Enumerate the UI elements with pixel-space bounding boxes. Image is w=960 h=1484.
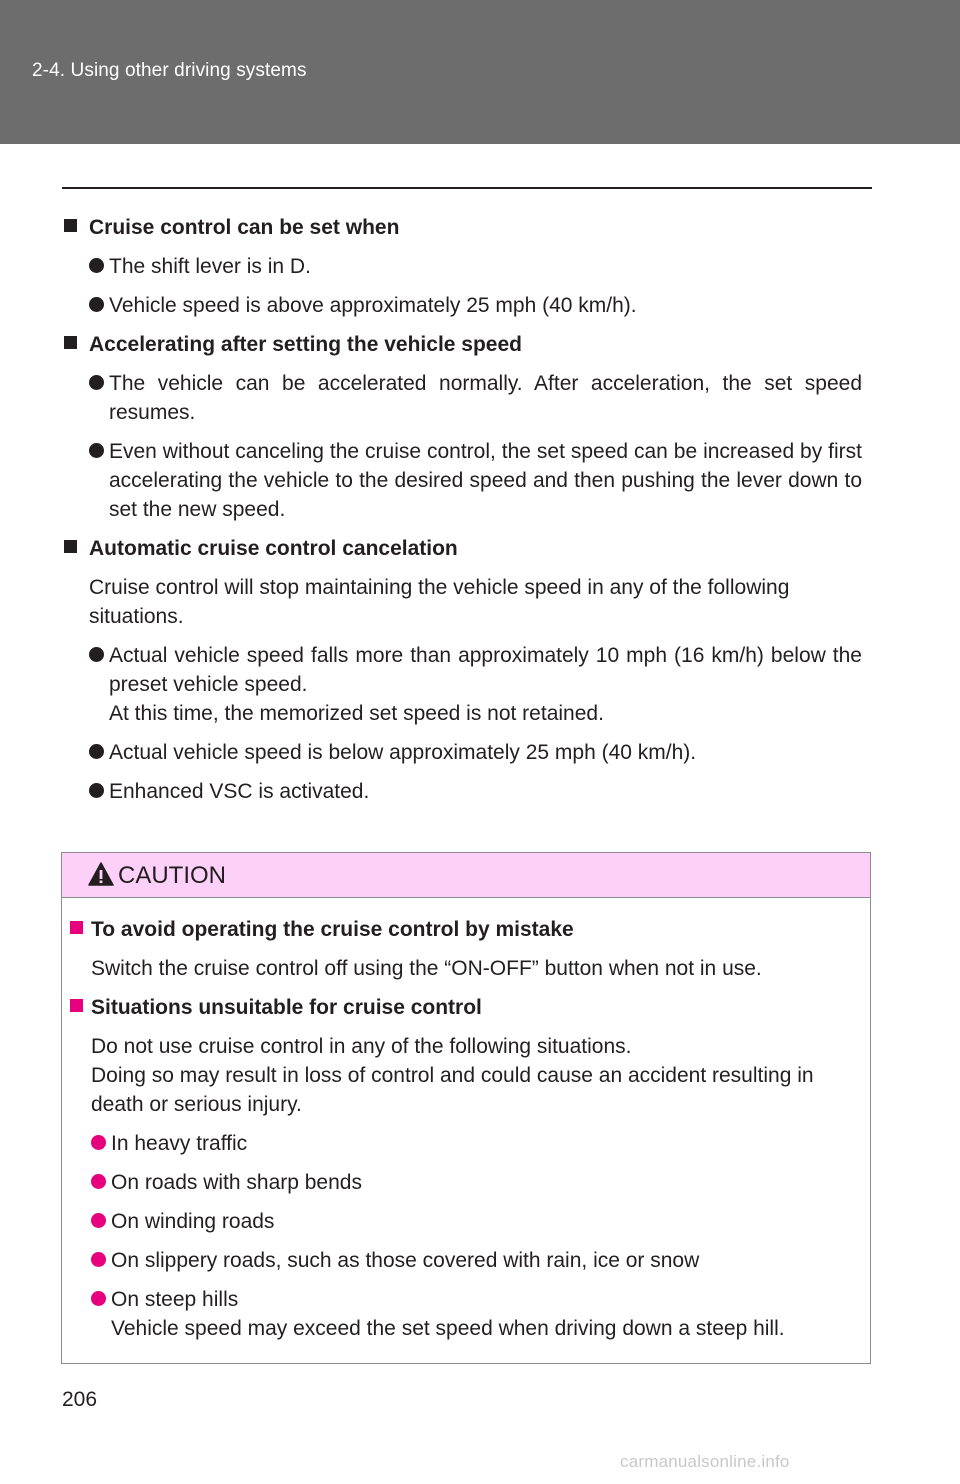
list-item: Actual vehicle speed falls more than app… [62, 641, 862, 728]
list-item: The vehicle can be accelerated normally.… [62, 369, 862, 427]
circle-bullet-icon [91, 1174, 106, 1189]
circle-bullet-icon [89, 258, 104, 273]
caution-box: CAUTION To avoid operating the cruise co… [61, 852, 871, 1364]
list-item: Vehicle speed is above approximately 25 … [62, 291, 862, 320]
circle-bullet-icon [91, 1213, 106, 1228]
caution-heading: Situations unsuitable for cruise control [70, 993, 864, 1022]
circle-bullet-icon [89, 443, 104, 458]
list-item: On roads with sharp bends [70, 1168, 864, 1197]
circle-bullet-icon [89, 744, 104, 759]
divider [62, 187, 872, 189]
square-bullet-icon [64, 540, 77, 553]
watermark: carmanualsonline.info [620, 1452, 790, 1471]
square-bullet-icon [64, 336, 77, 349]
section-title: 2-4. Using other driving systems [32, 60, 307, 81]
caution-label: CAUTION [118, 862, 226, 889]
section-heading: Cruise control can be set when [62, 213, 862, 242]
bullet-note: At this time, the memorized set speed is… [109, 702, 604, 725]
paragraph: Do not use cruise control in any of the … [91, 1035, 814, 1116]
warning-triangle-icon [88, 862, 114, 886]
paragraph: Switch the cruise control off using the … [91, 957, 762, 980]
circle-bullet-icon [89, 647, 104, 662]
square-bullet-icon [64, 219, 77, 232]
bullet-note: Vehicle speed may exceed the set speed w… [111, 1317, 785, 1340]
page-number: 206 [62, 1388, 98, 1411]
caution-content: To avoid operating the cruise control by… [70, 915, 864, 1353]
circle-bullet-icon [89, 783, 104, 798]
caution-header: CAUTION [62, 853, 870, 898]
caution-heading: To avoid operating the cruise control by… [70, 915, 864, 944]
list-item: On slippery roads, such as those covered… [70, 1246, 864, 1275]
circle-bullet-icon [89, 297, 104, 312]
circle-bullet-icon [91, 1252, 106, 1267]
list-item: Even without canceling the cruise contro… [62, 437, 862, 524]
list-item: The shift lever is in D. [62, 252, 862, 281]
circle-bullet-icon [89, 375, 104, 390]
circle-bullet-icon [91, 1291, 106, 1306]
section-heading: Automatic cruise control cancelation [62, 534, 862, 563]
square-bullet-icon [70, 999, 83, 1012]
square-bullet-icon [70, 921, 83, 934]
list-item: In heavy traffic [70, 1129, 864, 1158]
list-item: On winding roads [70, 1207, 864, 1236]
section-heading: Accelerating after setting the vehicle s… [62, 330, 862, 359]
paragraph: Cruise control will stop maintaining the… [89, 576, 790, 628]
list-item: Enhanced VSC is activated. [62, 777, 862, 806]
main-content: Cruise control can be set when The shift… [62, 213, 862, 816]
page-header: 2-4. Using other driving systems [0, 0, 960, 144]
circle-bullet-icon [91, 1135, 106, 1150]
list-item: Actual vehicle speed is below approximat… [62, 738, 862, 767]
